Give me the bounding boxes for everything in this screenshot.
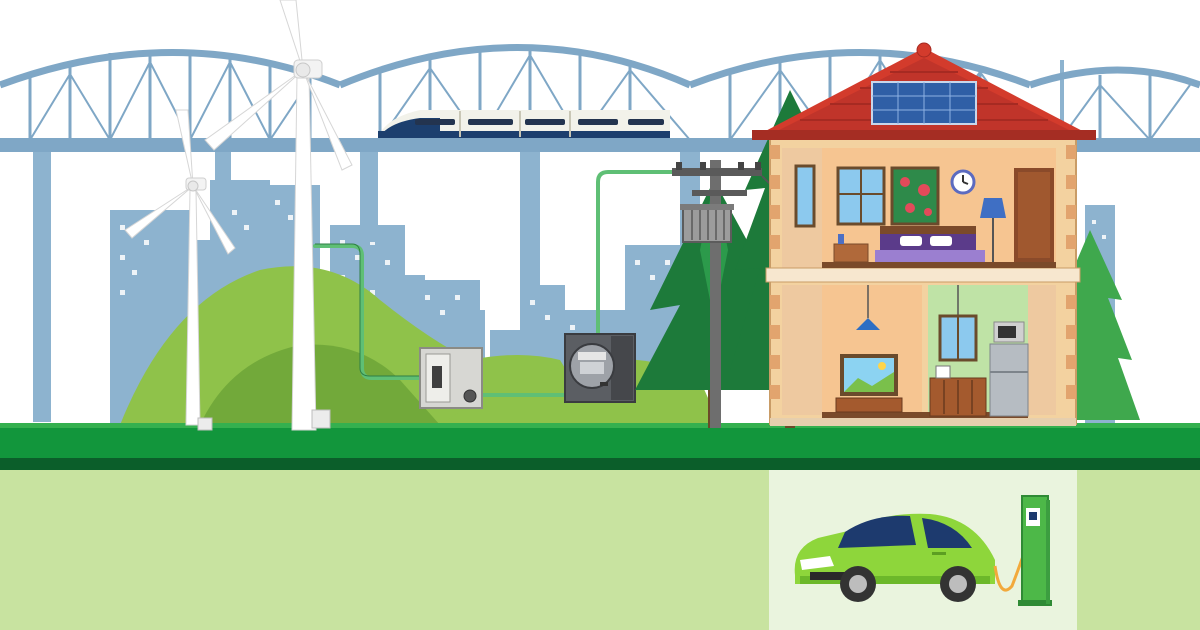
bedroom	[833, 166, 1054, 263]
pole-transformer	[680, 204, 734, 243]
rooftop-solar-panel	[871, 81, 977, 125]
hill-shadow	[200, 344, 440, 425]
wind-turbine-small	[124, 109, 236, 431]
high-speed-train	[378, 110, 670, 138]
kitchen	[929, 285, 1029, 417]
wind-turbine-large	[204, 0, 353, 431]
ground-edge	[0, 458, 1200, 470]
power-line	[313, 170, 682, 397]
ground-grass-top	[0, 423, 1200, 428]
electric-car	[794, 513, 995, 602]
living-room	[835, 285, 903, 413]
ev-charging-station	[1018, 495, 1052, 606]
bridge-piers	[33, 152, 700, 422]
electric-meter	[564, 333, 636, 403]
disconnect-switch-box	[419, 347, 483, 409]
ground-grass	[0, 423, 1200, 460]
